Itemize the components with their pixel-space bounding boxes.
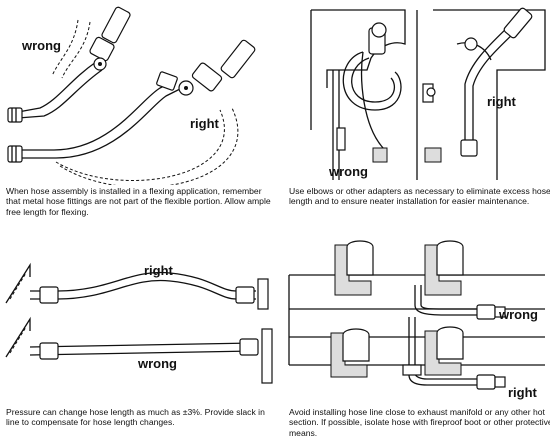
right-label: right [487,94,516,109]
flexing-illustration [7,6,256,185]
flexing-caption: When hose assembly is installed in a fle… [6,186,271,217]
right-label: right [190,116,219,131]
panel-pressure: right wrong Pressure can change hose len… [0,225,275,448]
elbows-illustration [310,7,546,180]
pressure-illustration [5,262,273,384]
panel-elbows: wrong right Use elbows or other adapters… [275,0,550,225]
wrong-label: wrong [329,164,368,179]
right-label: right [508,385,537,400]
elbows-caption: Use elbows or other adapters as necessar… [289,186,550,207]
pressure-caption: Pressure can change hose length as much … [6,407,265,428]
exhaust-caption: Avoid installing hose line close to exha… [289,407,550,438]
wrong-label: wrong [138,356,177,371]
wrong-label: wrong [22,38,61,53]
right-label: right [144,263,173,278]
wrong-label: wrong [499,307,538,322]
panel-flexing: wrong right When hose assembly is instal… [0,0,275,225]
panel-exhaust: wrong right Avoid installing hose line c… [275,225,550,448]
exhaust-illustration [288,240,545,390]
